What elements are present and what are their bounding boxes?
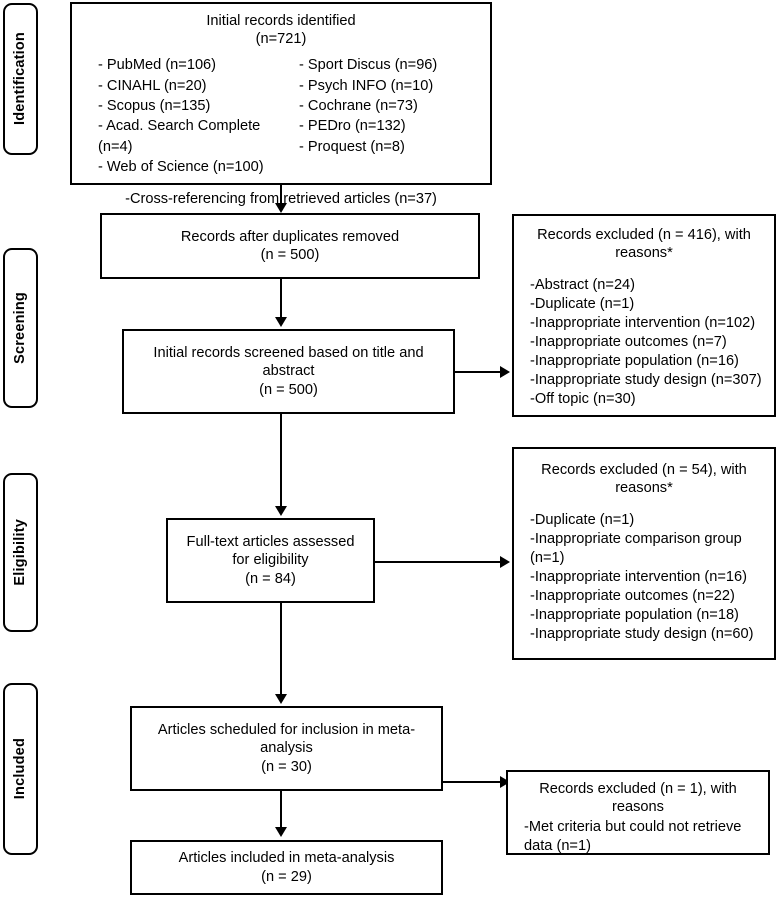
connector-fulltext-to-scheduled — [280, 603, 282, 696]
stage-pill-eligibility: Eligibility — [3, 473, 38, 632]
stage-pill-included: Included — [3, 683, 38, 855]
cross-referencing-line: -Cross-referencing from retrieved articl… — [125, 191, 437, 208]
records-excluded-included-reasons: -Met criteria but could not retrieve dat… — [524, 819, 742, 855]
records-after-duplicates-text: Records after duplicates removed (n = 50… — [180, 228, 400, 263]
stage-pill-screening: Screening — [3, 248, 38, 408]
records-excluded-screening-reasons: -Abstract (n=24) -Duplicate (n=1) -Inapp… — [530, 277, 762, 408]
box-records-excluded-screening: Records excluded (n = 416), with reasons… — [512, 214, 776, 417]
connector-duplicates-to-screened — [280, 279, 282, 319]
records-excluded-eligibility-reasons: -Duplicate (n=1) -Inappropriate comparis… — [530, 512, 754, 643]
box-initial-records-screened: Initial records screened based on title … — [122, 329, 455, 414]
arrowhead-fulltext-to-exclusions — [500, 556, 510, 568]
stage-label-included: Included — [12, 738, 29, 800]
sources-left-column: - PubMed (n=106) - CINAHL (n=20) - Scopu… — [98, 57, 264, 175]
stage-pill-identification: Identification — [3, 3, 38, 155]
connector-scheduled-to-exclusions — [443, 781, 502, 783]
records-excluded-screening-heading: Records excluded (n = 416), with reasons… — [537, 227, 751, 262]
box-initial-records-identified: Initial records identified (n=721) - Pub… — [70, 2, 492, 207]
connector-fulltext-to-exclusions — [375, 561, 502, 563]
arrowhead-identification-to-duplicates — [275, 203, 287, 213]
arrowhead-scheduled-to-exclusions — [500, 776, 510, 788]
box-records-excluded-included: Records excluded (n = 1), with reasons -… — [506, 770, 770, 855]
initial-records-screened-text: Initial records screened based on title … — [153, 345, 424, 398]
initial-records-sources: - PubMed (n=106) - CINAHL (n=20) - Scopu… — [80, 55, 482, 177]
articles-included-text: Articles included in meta-analysis (n = … — [178, 850, 395, 885]
arrowhead-fulltext-to-scheduled — [275, 694, 287, 704]
stage-label-eligibility: Eligibility — [12, 519, 29, 586]
arrowhead-screened-to-exclusions — [500, 366, 510, 378]
arrowhead-screened-to-fulltext — [275, 506, 287, 516]
sources-right-column: - Sport Discus (n=96) - Psych INFO (n=10… — [299, 57, 438, 155]
initial-records-title: Initial records identified (n=721) — [206, 13, 356, 48]
box-articles-scheduled-for-inclusion: Articles scheduled for inclusion in meta… — [130, 706, 443, 791]
box-records-after-duplicates-removed: Records after duplicates removed (n = 50… — [100, 213, 480, 279]
box-articles-included-in-meta-analysis: Articles included in meta-analysis (n = … — [130, 840, 443, 895]
full-text-articles-text: Full-text articles assessed for eligibil… — [186, 534, 355, 587]
box-records-excluded-eligibility: Records excluded (n = 54), with reasons*… — [512, 447, 776, 660]
stage-label-identification: Identification — [12, 32, 29, 126]
connector-screened-to-fulltext — [280, 414, 282, 508]
arrowhead-duplicates-to-screened — [275, 317, 287, 327]
stage-label-screening: Screening — [12, 292, 29, 364]
box-full-text-articles-assessed: Full-text articles assessed for eligibil… — [166, 518, 375, 603]
connector-scheduled-to-included — [280, 791, 282, 829]
articles-scheduled-text: Articles scheduled for inclusion in meta… — [157, 722, 416, 775]
connector-identification-to-duplicates — [280, 185, 282, 205]
arrowhead-scheduled-to-included — [275, 827, 287, 837]
records-excluded-eligibility-heading: Records excluded (n = 54), with reasons* — [541, 462, 747, 497]
connector-screened-to-exclusions — [455, 371, 502, 373]
records-excluded-included-heading: Records excluded (n = 1), with reasons — [539, 781, 737, 816]
